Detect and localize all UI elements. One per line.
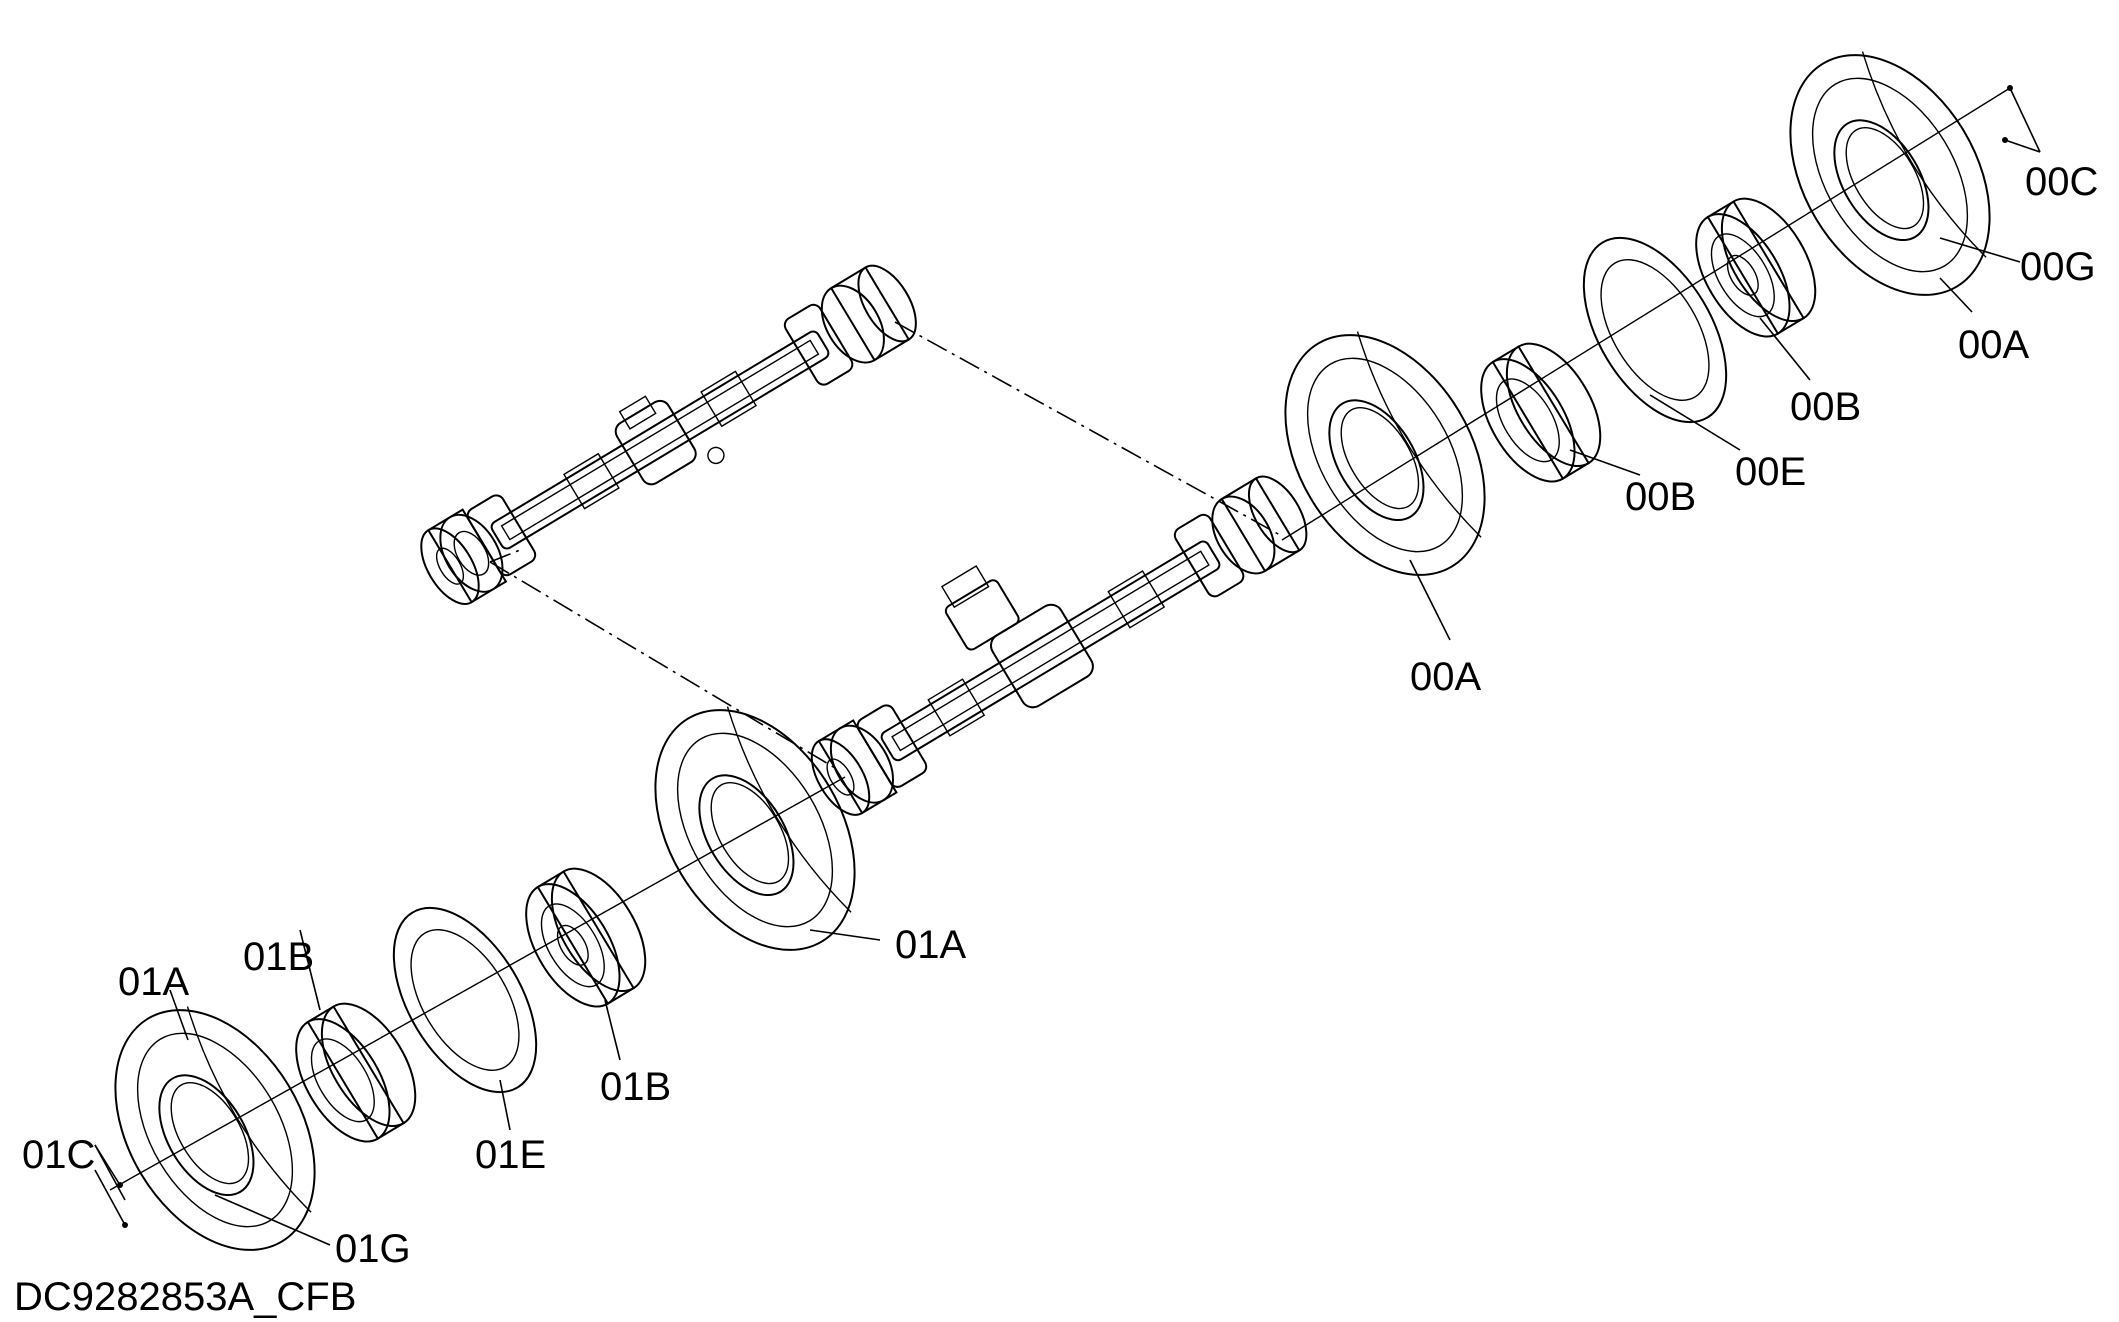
leader-lines (94, 85, 2041, 1246)
callout-labels: 00C 00G 00A 00B 00E 00B 00A 01A 01A 01B … (22, 160, 2098, 1271)
callout-01A-mid: 01A (895, 923, 966, 967)
callout-01B-left: 01B (243, 935, 314, 979)
callout-00A-mid: 00A (1410, 655, 1481, 699)
callout-01B-mid: 01B (600, 1065, 671, 1109)
ring-00E (1582, 236, 1728, 424)
callout-00A-top: 00A (1958, 323, 2029, 367)
callout-00C: 00C (2025, 160, 2098, 204)
callout-00B-top: 00B (1790, 385, 1861, 429)
callout-00G: 00G (2020, 245, 2096, 289)
rim-00B-mid (1480, 342, 1602, 483)
rim-01B-left (295, 1002, 417, 1143)
alignment-frame (489, 321, 1281, 769)
front-axle-assembly (810, 475, 1308, 816)
tire-01A-bottom (114, 1006, 316, 1251)
callout-01G: 01G (335, 1227, 411, 1271)
tire-01A-mid (654, 706, 856, 951)
ring-01E (392, 906, 538, 1094)
rear-axle-assembly (420, 264, 917, 605)
rim-01B-mid (525, 867, 647, 1008)
axis-lines (109, 87, 2011, 1191)
drawing-id: DC9282853A_CFB (14, 1275, 356, 1319)
callout-01C: 01C (22, 1133, 95, 1177)
rim-00B-top (1695, 197, 1817, 338)
callout-00B-mid: 00B (1625, 475, 1696, 519)
callout-01E: 01E (475, 1133, 546, 1177)
callout-00E: 00E (1735, 450, 1806, 494)
tire-00A-top (1789, 51, 1991, 296)
callout-01A-bottom: 01A (118, 960, 189, 1004)
tire-00A-mid (1284, 331, 1486, 576)
